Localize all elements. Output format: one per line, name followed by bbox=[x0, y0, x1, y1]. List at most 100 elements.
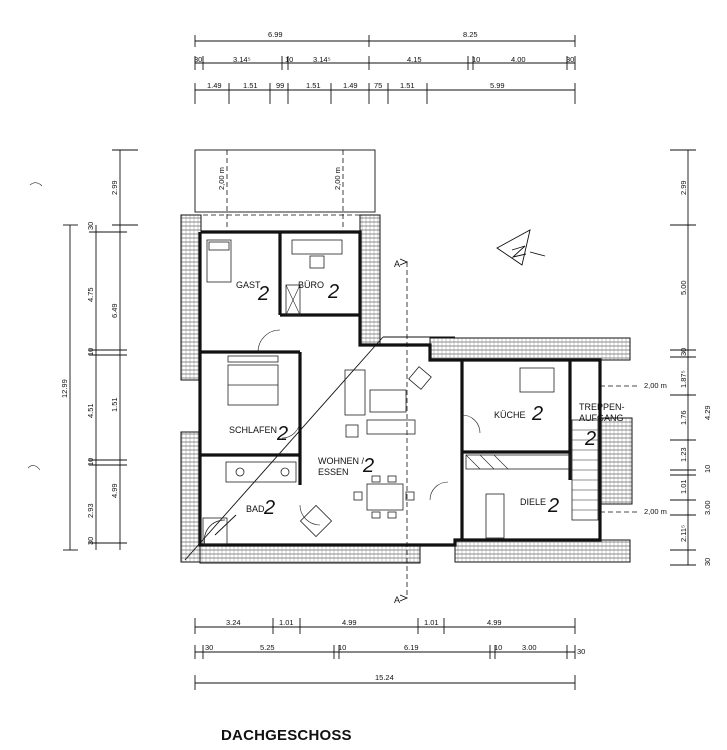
mark-treppen: 2 bbox=[584, 428, 596, 450]
bath-fixtures-icon bbox=[225, 461, 297, 483]
bottom-dim-seg: 3.00 bbox=[522, 643, 537, 652]
top-dim-seg: 3.14⁵ bbox=[233, 55, 251, 64]
height-mark-kueche: 2,00 m bbox=[644, 381, 667, 390]
scan-artifact bbox=[29, 182, 43, 187]
sofa-icon bbox=[366, 419, 416, 435]
scan-artifact bbox=[27, 465, 41, 471]
top-dim-sub: 99 bbox=[276, 81, 284, 90]
roof-right-stair bbox=[599, 417, 633, 505]
left-dim-seg: 30 bbox=[86, 537, 95, 545]
right-dim-seg: 3.00 bbox=[703, 500, 712, 515]
bottom-dim-seg: 3.24 bbox=[226, 618, 241, 627]
desk-icon bbox=[291, 239, 343, 255]
right-dim-seg: 1.76 bbox=[679, 410, 688, 425]
chair-icon bbox=[309, 255, 325, 269]
section-a-top: A bbox=[394, 259, 400, 269]
bed-icon bbox=[206, 239, 232, 283]
kitchen-table-icon bbox=[519, 367, 555, 393]
left-dim-seg: 1.51 bbox=[110, 397, 119, 412]
top-dim-seg: 4.15 bbox=[407, 55, 422, 64]
bottom-dim-seg: 1.01 bbox=[424, 618, 439, 627]
top-dim-sub: 75 bbox=[374, 81, 382, 90]
table-icon bbox=[369, 389, 407, 413]
roof-eaves bbox=[180, 214, 633, 564]
bottom-dim-seg: 4.99 bbox=[342, 618, 357, 627]
top-dim-sub: 1.49 bbox=[343, 81, 358, 90]
right-dim-seg: 2.11⁵ bbox=[679, 525, 688, 542]
left-dim-total: 12.99 bbox=[60, 379, 69, 398]
height-mark-right: 2,00 m bbox=[333, 167, 342, 190]
top-dim-sub: 5.99 bbox=[490, 81, 505, 90]
room-label-buero: BÜRO bbox=[298, 280, 324, 290]
armchair-icon bbox=[408, 366, 432, 390]
bottom-dim-seg: 30 bbox=[577, 647, 585, 656]
dining-table-icon bbox=[366, 483, 404, 511]
shelf-icon bbox=[285, 284, 301, 316]
room-label-schlafen: SCHLAFEN bbox=[229, 425, 277, 435]
kitchen-counter-icon bbox=[465, 454, 571, 470]
section-a-bottom: A bbox=[394, 595, 400, 605]
top-dim-sub: 1.51 bbox=[400, 81, 415, 90]
left-dim-seg: 10 bbox=[86, 348, 95, 356]
mark-diele: 2 bbox=[547, 495, 559, 517]
room-label-kueche: KÜCHE bbox=[494, 410, 526, 420]
tub-icon bbox=[204, 519, 226, 546]
top-dim-2: 8.25 bbox=[463, 30, 478, 39]
room-label-diele: DIELE bbox=[520, 497, 546, 507]
bottom-dim-seg: 5.25 bbox=[260, 643, 275, 652]
left-dim-seg: 30 bbox=[86, 222, 95, 230]
room-label-bad: BAD bbox=[246, 504, 265, 514]
right-dim-seg: 1.23 bbox=[679, 447, 688, 462]
room-labels: GAST BÜRO SCHLAFEN WOHNEN / ESSEN BAD KÜ… bbox=[229, 280, 625, 514]
left-dim-seg: 2.93 bbox=[86, 503, 95, 518]
mark-wohnen: 2 bbox=[362, 455, 374, 477]
armchair-icon bbox=[345, 424, 359, 438]
right-dim-seg: 30 bbox=[703, 558, 712, 566]
bottom-dim-seg: 4.99 bbox=[487, 618, 502, 627]
left-dim-seg: 10 bbox=[86, 458, 95, 466]
left-dim-seg: 4.75 bbox=[86, 287, 95, 302]
sofa-icon bbox=[344, 369, 366, 416]
roof-bottom-right bbox=[454, 539, 631, 563]
right-dim-seg: 4.29 bbox=[703, 405, 712, 420]
top-dim-sub: 1.51 bbox=[306, 81, 321, 90]
bottom-dim-seg: 1.01 bbox=[279, 618, 294, 627]
bottom-dim-total: 15.24 bbox=[375, 673, 394, 682]
top-dim-seg: 30 bbox=[194, 55, 202, 64]
north-arrow-icon bbox=[496, 229, 546, 266]
bottom-dimension-chains: 3.24 1.01 4.99 1.01 4.99 30 5.25 10 6.19… bbox=[194, 618, 585, 690]
roof-hip-lines bbox=[184, 336, 455, 561]
handwritten-marks: 2 2 2 2 2 2 2 2 bbox=[257, 281, 596, 519]
mark-bad: 2 bbox=[263, 497, 275, 519]
top-dim-1: 6.99 bbox=[268, 30, 283, 39]
right-dim-seg: 30 bbox=[679, 348, 688, 356]
right-dim-seg: 1.87⁵ bbox=[679, 370, 688, 388]
plan-title: DACHGESCHOSS bbox=[221, 727, 352, 744]
roof-right-top bbox=[429, 337, 631, 361]
room-label-gast: GAST bbox=[236, 280, 261, 290]
staircase-icon bbox=[571, 419, 599, 521]
left-dim-seg: 6.49 bbox=[110, 303, 119, 318]
left-dim-seg: 4.51 bbox=[86, 403, 95, 418]
mark-schlafen: 2 bbox=[276, 423, 288, 445]
bottom-dim-seg: 6.19 bbox=[404, 643, 419, 652]
left-dimension-chains: 2.99 12.99 30 4.75 6.49 10 4.51 1.51 10 … bbox=[60, 149, 138, 551]
stove-icon bbox=[299, 504, 333, 538]
right-dimension-chains: 2.99 5.00 30 1.87⁵ 1.76 4.29 1.23 10 1.0… bbox=[670, 149, 712, 566]
roof-left-upper bbox=[180, 214, 202, 381]
height-mark-left: 2,00 m bbox=[217, 167, 226, 190]
bottom-dim-seg: 10 bbox=[494, 643, 502, 652]
top-dim-seg: 4.00 bbox=[511, 55, 526, 64]
top-dim-seg: 10 bbox=[285, 55, 293, 64]
top-dormer-outline: 2,00 m 2,00 m bbox=[194, 149, 376, 230]
room-label-essen: ESSEN bbox=[318, 467, 349, 477]
right-dim-seg: 10 bbox=[703, 465, 712, 473]
section-line: A A bbox=[394, 258, 409, 605]
room-label-treppen: TREPPEN- bbox=[579, 402, 625, 412]
room-label-wohnen: WOHNEN / bbox=[318, 456, 364, 466]
roof-left-lower bbox=[180, 431, 202, 563]
top-dim-seg: 10 bbox=[472, 55, 480, 64]
right-dim-seg: 5.00 bbox=[679, 280, 688, 295]
top-dim-sub: 1.51 bbox=[243, 81, 258, 90]
